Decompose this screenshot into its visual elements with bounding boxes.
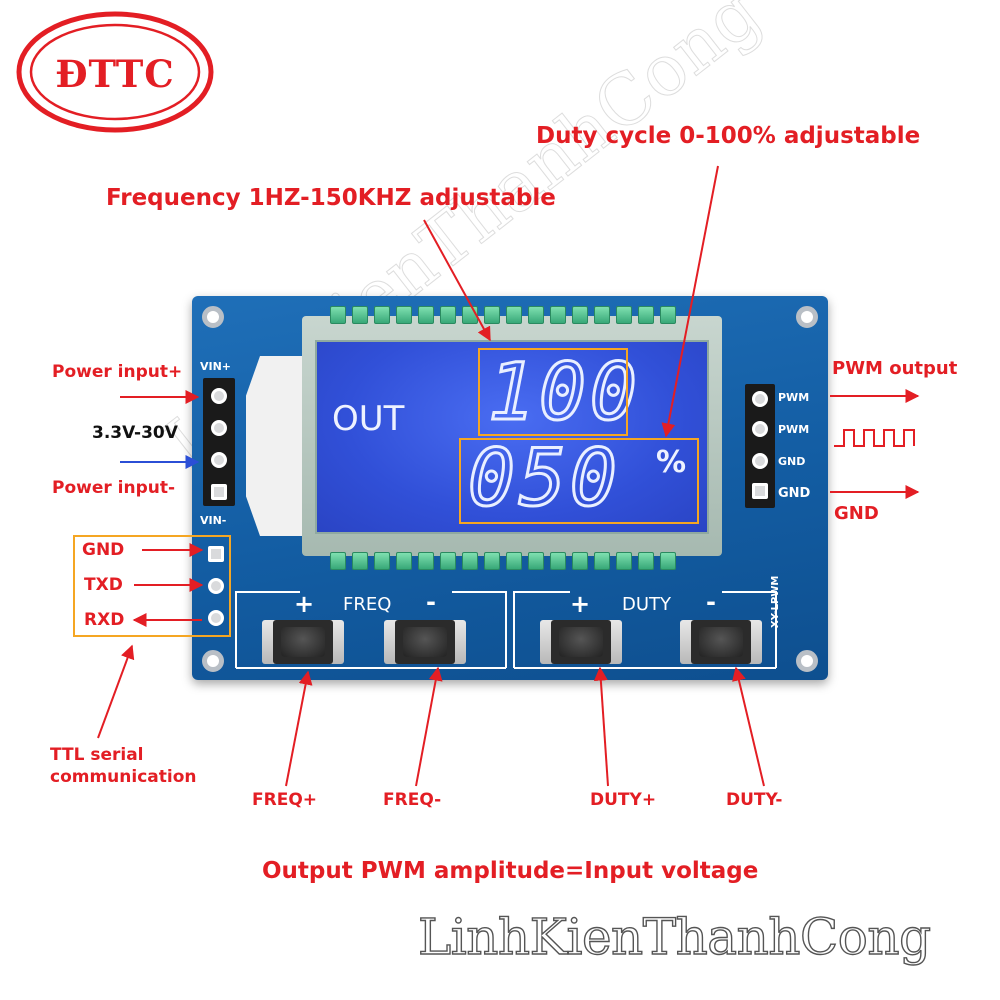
duty-minus-label: DUTY- bbox=[726, 790, 783, 810]
lcd-pins-bottom bbox=[330, 552, 676, 570]
silk-gnd-1: GND bbox=[778, 455, 806, 468]
mounting-hole bbox=[202, 306, 224, 328]
frequency-label: Frequency 1HZ-150KHZ adjustable bbox=[106, 185, 556, 211]
silk-vin-plus: VIN+ bbox=[200, 360, 232, 373]
duty-minus-button[interactable] bbox=[680, 620, 762, 664]
lcd-pins-top bbox=[330, 306, 676, 324]
lcd-out-label: OUT bbox=[332, 399, 405, 439]
pin-rxd bbox=[208, 610, 224, 626]
amplitude-caption: Output PWM amplitude=Input voltage bbox=[262, 858, 759, 884]
ttl-label-line1: TTL serial bbox=[50, 745, 144, 765]
duty-cycle-label: Duty cycle 0-100% adjustable bbox=[536, 123, 921, 149]
silk-freq-minus: - bbox=[426, 588, 436, 616]
silk-duty: DUTY bbox=[622, 594, 672, 615]
ttl-highlight-box bbox=[73, 535, 231, 637]
lcd-frequency-value: 100 bbox=[487, 348, 641, 438]
watermark: LinhKienThanhCong bbox=[417, 907, 931, 966]
rxd-label: RXD bbox=[84, 610, 125, 630]
silk-gnd-2: GND bbox=[778, 486, 811, 501]
pin-pwm-2 bbox=[752, 421, 768, 437]
pin-pwm-1 bbox=[752, 391, 768, 407]
pwm-output-label: PWM output bbox=[832, 358, 958, 379]
silk-freq: FREQ bbox=[343, 594, 392, 615]
mounting-hole bbox=[796, 650, 818, 672]
power-input-minus-label: Power input- bbox=[52, 478, 176, 498]
lcd-percent: % bbox=[656, 445, 687, 480]
freq-minus-button[interactable] bbox=[384, 620, 466, 664]
pin-gnd-serial bbox=[208, 546, 224, 562]
silk-freq-plus: + bbox=[294, 590, 315, 618]
silk-duty-plus: + bbox=[570, 590, 591, 618]
silk-pwm-2: PWM bbox=[778, 423, 810, 436]
pin-txd bbox=[208, 578, 224, 594]
duty-highlight-box bbox=[459, 438, 699, 524]
silk-vin-minus: VIN- bbox=[200, 514, 227, 527]
pin-vin-plus bbox=[211, 388, 227, 404]
power-input-plus-label: Power input+ bbox=[52, 362, 183, 382]
pin-gnd-2 bbox=[752, 483, 768, 499]
gnd-serial-label: GND bbox=[82, 540, 125, 560]
silk-pwm-1: PWM bbox=[778, 391, 810, 404]
duty-plus-button[interactable] bbox=[540, 620, 622, 664]
mounting-hole bbox=[796, 306, 818, 328]
voltage-range-label: 3.3V-30V bbox=[92, 423, 178, 443]
pin bbox=[211, 420, 227, 436]
duty-plus-label: DUTY+ bbox=[590, 790, 657, 810]
freq-plus-button[interactable] bbox=[262, 620, 344, 664]
lcd-duty-value: 050 bbox=[467, 434, 621, 524]
pin-vin-minus bbox=[211, 484, 227, 500]
dttc-logo bbox=[12, 8, 218, 136]
freq-minus-label: FREQ- bbox=[383, 790, 442, 810]
freq-plus-label: FREQ+ bbox=[252, 790, 318, 810]
ttl-label-line2: communication bbox=[50, 767, 197, 787]
lcd-screen bbox=[315, 340, 709, 534]
pin bbox=[211, 452, 227, 468]
gnd-output-label: GND bbox=[834, 503, 879, 524]
mounting-hole bbox=[202, 650, 224, 672]
logo-text: ĐTTC bbox=[55, 52, 175, 96]
frequency-highlight-box bbox=[478, 348, 628, 436]
txd-label: TXD bbox=[84, 575, 123, 595]
silk-duty-minus: - bbox=[706, 588, 716, 616]
pin-gnd-1 bbox=[752, 453, 768, 469]
